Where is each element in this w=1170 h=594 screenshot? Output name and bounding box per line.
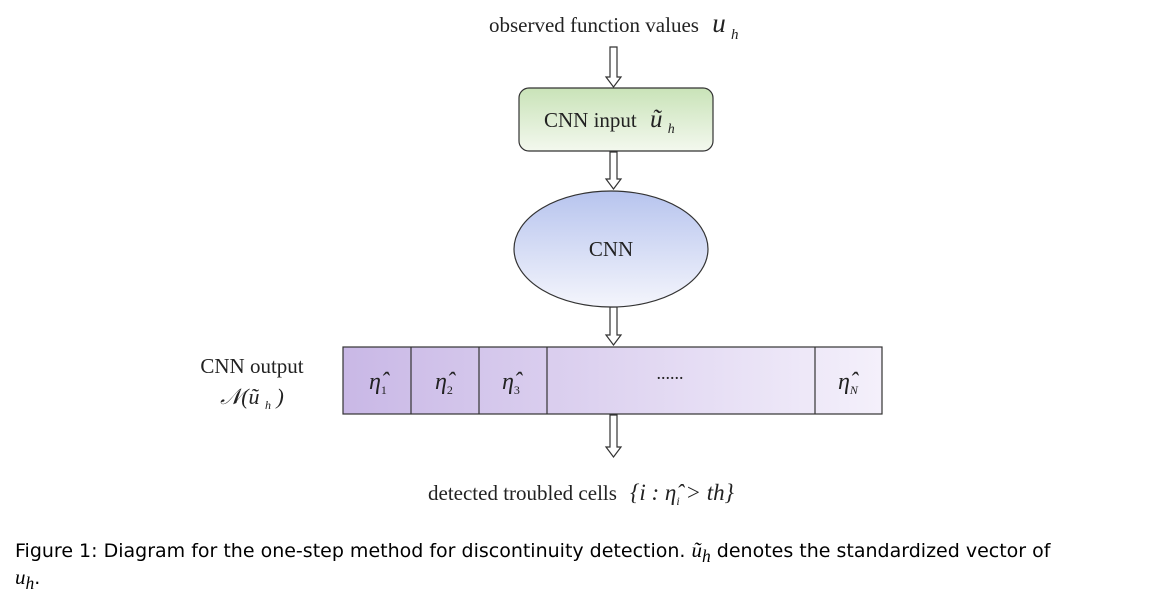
cnn-output-line1: CNN output [200,354,303,378]
cnn-output-line2: 𝒩(ũ h ) [220,384,284,414]
caption-math-2: uh [15,565,35,594]
arrow-cnn-to-output [604,306,623,346]
arrow-top-to-input [604,46,623,88]
cnn-output-vector: η̂1 η̂2 η̂3 ...... η̂N [342,346,883,415]
cnn-ellipse-label: CNN [589,237,633,261]
caption-prefix: Figure 1: Diagram for the one-step metho… [15,540,686,562]
cnn-output-label: CNN output 𝒩(ũ h ) [200,354,303,414]
caption-middle: denotes the standardized vector of [710,540,1051,562]
arrow-input-to-cnn [604,151,623,190]
bottom-label: detected troubled cells {i : η̂i > th} [428,480,734,508]
caption-math-1: ũh [691,538,711,567]
caption-end: . [34,567,41,590]
output-cell-ellipsis: ...... [657,363,684,383]
cnn-input-box: CNN input ũ h [518,87,714,152]
cnn-ellipse: CNN [513,190,709,308]
figure-caption: Figure 1: Diagram for the one-step metho… [15,540,1155,594]
arrow-output-to-bottom [604,414,623,458]
top-label: observed function values u h [489,8,738,43]
cnn-input-label: CNN input ũ h [544,106,675,137]
